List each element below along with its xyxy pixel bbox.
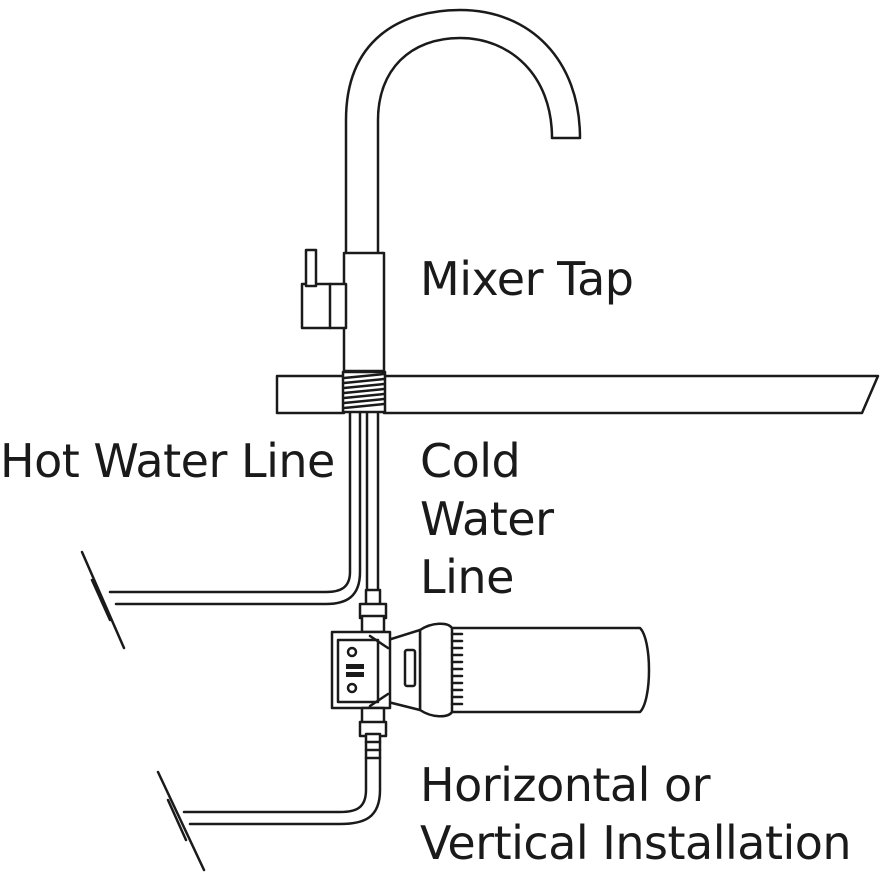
- supply-wall-mark: [156, 770, 206, 872]
- hot-water-pipe: [80, 411, 362, 650]
- supply-pipe: [156, 756, 382, 872]
- cold-water-line-label-line-2: Water: [420, 492, 554, 546]
- mixer-tap-label: Mixer Tap: [420, 252, 634, 306]
- shank-threads: [342, 372, 386, 410]
- hot-water-line-label: Hot Water Line: [0, 434, 335, 488]
- hot-wall-mark: [80, 550, 126, 650]
- mixer-tap: [300, 8, 582, 373]
- cold-water-line-label-line-3: Line: [420, 550, 514, 604]
- cold-water-line-label-line-1: Cold: [420, 434, 521, 488]
- countertop: [275, 370, 880, 415]
- installation-label-line-2: Vertical Installation: [420, 816, 852, 870]
- installation-label: Horizontal or Vertical Installation: [420, 756, 852, 872]
- filter-collar: [418, 622, 454, 718]
- cold-water-line-label: Cold Water Line: [420, 432, 554, 606]
- tap-spout: [344, 8, 582, 257]
- filter-cartridge: [438, 626, 651, 714]
- filter-ribs: [450, 632, 464, 706]
- tap-lever: [304, 248, 318, 288]
- tap-body: [342, 251, 386, 373]
- installation-label-line-1: Horizontal or: [420, 758, 711, 812]
- water-filter: [330, 622, 651, 760]
- tap-handle: [300, 282, 348, 330]
- cold-water-pipe: [358, 411, 388, 634]
